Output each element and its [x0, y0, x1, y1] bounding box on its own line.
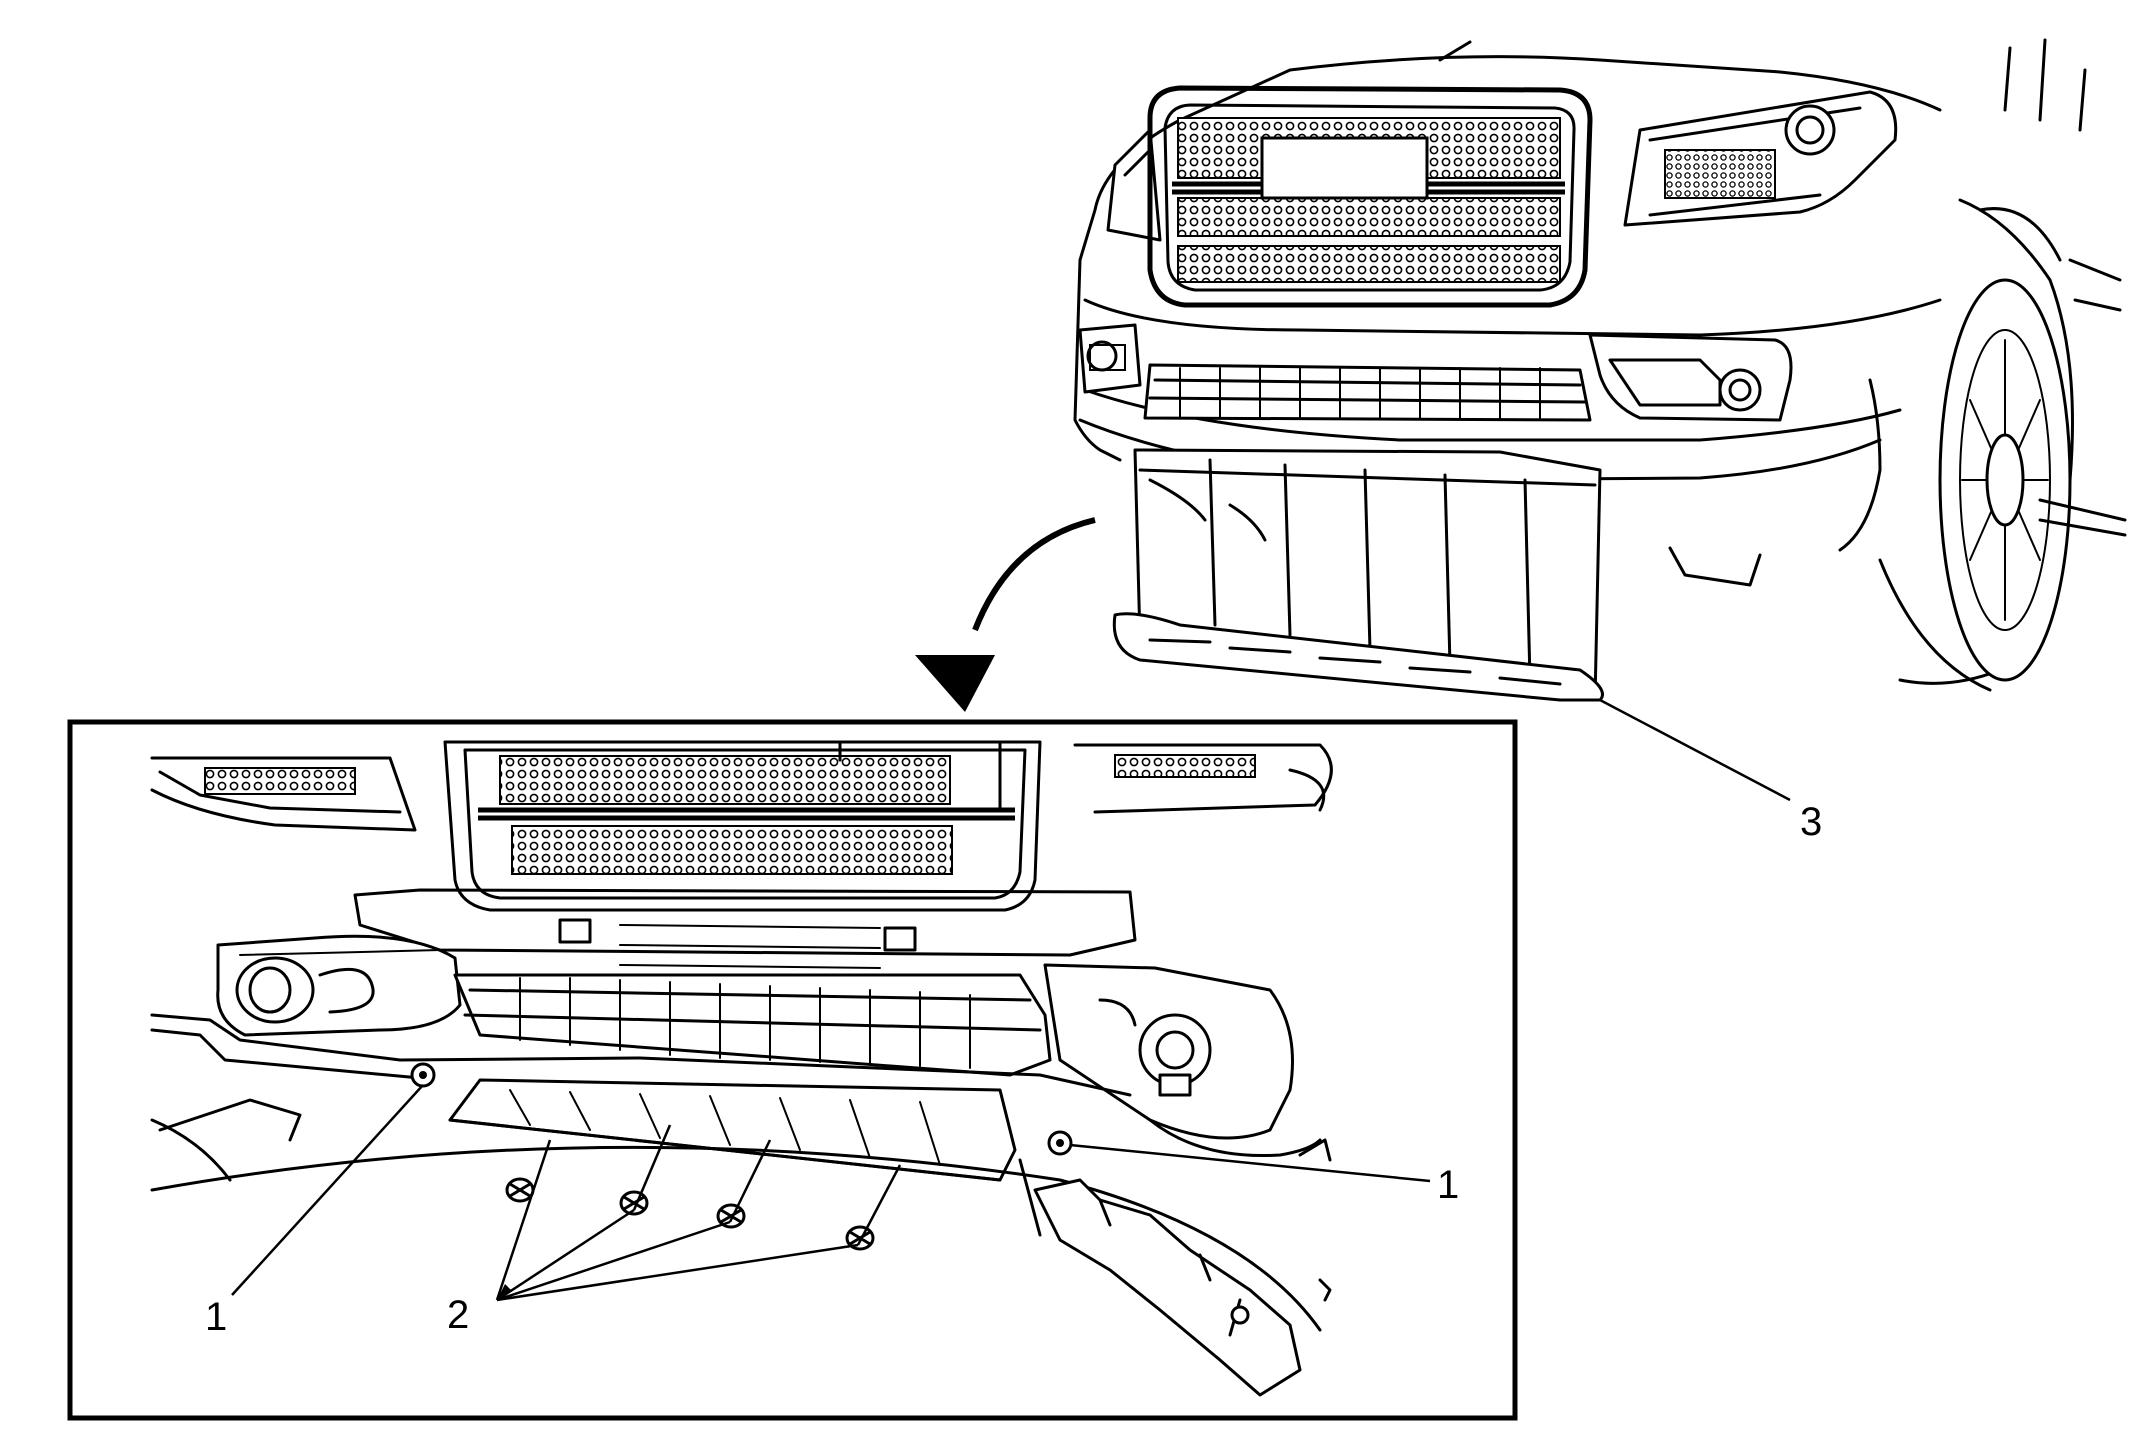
air-deflector-removed — [1112, 448, 1604, 702]
removal-direction-arrow — [915, 517, 1096, 712]
bolt — [505, 1177, 535, 1203]
retainer-right — [1047, 1130, 1073, 1156]
bolt — [845, 1225, 875, 1251]
callout-1-right: 1 — [1437, 1163, 1459, 1207]
detail-view — [150, 740, 1333, 1397]
callout-leaders — [231, 698, 1791, 1302]
retainer-left — [410, 1062, 436, 1088]
bolt — [716, 1203, 746, 1229]
callout-2: 2 — [447, 1293, 469, 1337]
callout-3: 3 — [1800, 800, 1822, 844]
vehicle-front-view — [1073, 38, 2127, 692]
callout-1-left: 1 — [205, 1295, 227, 1339]
